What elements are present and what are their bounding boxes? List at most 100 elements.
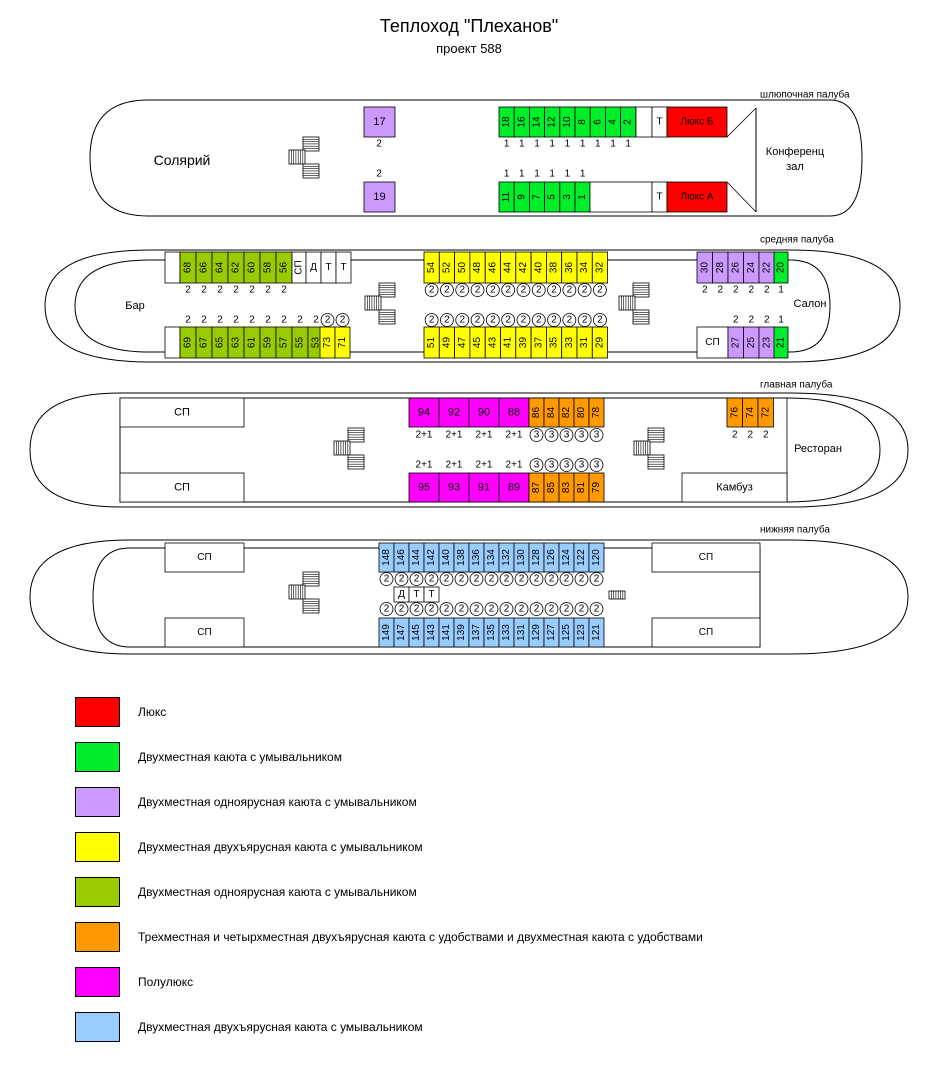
berth-count: 2	[733, 315, 739, 326]
berth-count: 1	[549, 139, 555, 150]
deck-label: нижняя палуба	[760, 524, 830, 536]
berth-circle	[547, 283, 561, 297]
berth-count: 2	[748, 315, 754, 326]
berth-circle	[499, 602, 514, 616]
berth-circle	[516, 283, 531, 297]
service-room-number: СП	[174, 482, 190, 494]
cabin[interactable]	[408, 472, 440, 503]
page-subtitle: проект 588	[436, 41, 502, 56]
berth-count: 2+1	[476, 460, 493, 471]
berth-circle	[529, 428, 544, 442]
cabin[interactable]	[468, 397, 500, 428]
berth-circle	[501, 313, 516, 327]
cabin-number: 20	[776, 262, 787, 274]
cabin-number: 136	[471, 549, 482, 566]
cabin-number: 27	[730, 337, 741, 349]
berth-count: 1	[519, 169, 525, 180]
cabin[interactable]	[498, 397, 530, 428]
cabin[interactable]	[773, 251, 789, 284]
lower-deck-hull	[29, 539, 909, 655]
service-room	[164, 617, 245, 648]
stairs-icon	[288, 149, 306, 165]
cabin-number: 23	[761, 337, 772, 349]
cabin-number: 93	[448, 482, 460, 494]
berth-count: 3	[594, 430, 600, 441]
cabin-number: 84	[546, 407, 557, 419]
cabin-number: 90	[478, 407, 490, 419]
cabin[interactable]	[408, 397, 440, 428]
berth-count: 2	[475, 315, 481, 326]
cabin-number: 42	[518, 262, 529, 274]
cabin-number: 126	[546, 549, 557, 566]
cabin-number: 148	[381, 549, 392, 566]
berth-count: 2	[325, 315, 331, 326]
berth-count: 2	[414, 604, 420, 615]
berth-count: 1	[534, 139, 540, 150]
berth-circle	[485, 313, 500, 327]
cabin-number: 49	[441, 337, 452, 349]
berth-count: 2	[429, 574, 435, 585]
berth-circle	[424, 283, 439, 297]
berth-count: 2	[201, 285, 207, 296]
cabin-number: 53	[311, 337, 322, 349]
berth-count: 2	[399, 574, 405, 585]
service-room-number: СП	[705, 337, 719, 348]
berth-circle	[547, 313, 561, 327]
main-deck-hull	[29, 392, 909, 508]
restaurant-label: Ресторан	[794, 443, 842, 455]
cabin[interactable]	[468, 472, 500, 503]
berth-circle	[485, 283, 500, 297]
cabin-number: 3	[562, 194, 573, 200]
cabin-number: 7	[532, 194, 543, 200]
berth-count: 2	[444, 285, 450, 296]
cabin[interactable]	[588, 397, 605, 428]
cabin-number: 94	[418, 407, 430, 419]
berth-count: 2	[551, 315, 557, 326]
berth-count: 3	[579, 460, 585, 471]
cabin[interactable]	[363, 181, 396, 213]
stairs-icon	[364, 295, 382, 311]
cabin-number: 32	[594, 262, 605, 274]
service-room	[335, 251, 352, 284]
service-room-number: Т	[428, 589, 434, 600]
middle-deck-hull	[44, 249, 901, 363]
cabin-number: 28	[715, 262, 726, 274]
cabin-number: 66	[199, 262, 210, 274]
berth-count: 2	[376, 139, 382, 150]
berth-count: 2	[597, 315, 603, 326]
cabin-number: 1	[577, 194, 588, 200]
berth-circle	[470, 313, 485, 327]
cabin-number: 40	[533, 262, 544, 274]
cabin-number: 14	[532, 116, 543, 128]
cabin[interactable]	[363, 106, 396, 138]
cabin-lux-a[interactable]	[666, 181, 728, 213]
cabin[interactable]	[591, 326, 608, 359]
bar-label: Бар	[125, 300, 144, 312]
service-room-number: Т	[340, 262, 346, 273]
cabin-number: 72	[760, 407, 771, 419]
cabin[interactable]	[334, 326, 351, 359]
berth-circle	[440, 283, 454, 297]
cabin[interactable]	[591, 251, 608, 284]
cabin-number: 71	[337, 337, 348, 349]
cabin[interactable]	[498, 472, 530, 503]
berth-count: 2	[582, 315, 588, 326]
cabin-lux-b[interactable]	[666, 106, 728, 138]
legend-label: Полулюкс	[138, 975, 194, 989]
berth-count: 2	[384, 574, 390, 585]
cabin[interactable]	[438, 397, 470, 428]
cabin[interactable]	[588, 542, 605, 573]
berth-count: 2	[582, 285, 588, 296]
cabin[interactable]	[757, 397, 774, 428]
berth-count: 2	[564, 574, 570, 585]
berth-count: 2	[567, 315, 573, 326]
berth-circle	[574, 428, 589, 442]
berth-count: 2	[521, 285, 527, 296]
cabin-number: 30	[699, 262, 710, 274]
cabin[interactable]	[588, 472, 605, 503]
cabin-number: 137	[471, 624, 482, 641]
cabin[interactable]	[588, 617, 605, 648]
berth-count: 1	[778, 315, 784, 326]
cabin[interactable]	[773, 326, 789, 359]
berth-count: 2	[594, 574, 600, 585]
